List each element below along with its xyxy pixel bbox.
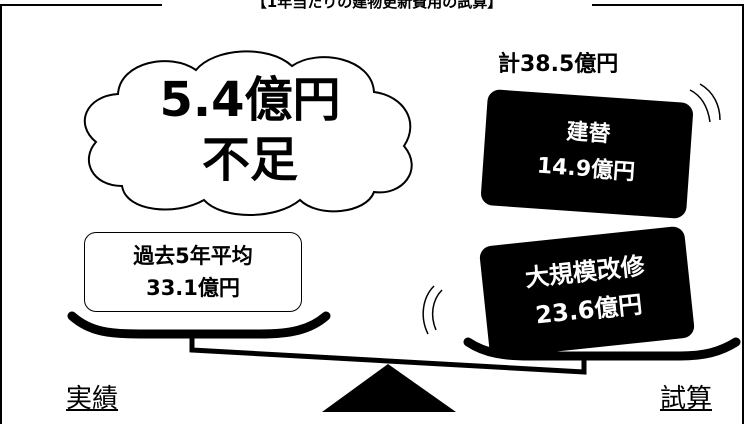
estimate-caption: 試算 <box>660 384 713 414</box>
wobble-mark-upper <box>689 89 711 123</box>
left-pan <box>67 311 331 339</box>
rebuild-cost-box: 建替 14.9億円 <box>480 88 694 220</box>
cloud-shape <box>84 50 413 216</box>
wobble-mark-upper-2 <box>699 83 721 121</box>
actual-value: 33.1億円 <box>146 276 240 300</box>
shortfall-amount: 5.4億円 <box>159 72 341 128</box>
right-pan <box>463 337 741 361</box>
wobble-mark-lower-2 <box>422 285 435 335</box>
diagram-title: 【1年当たりの建物更新費用の試算】 <box>162 0 592 10</box>
renovation-cost-box: 大規模改修 23.6億円 <box>478 225 696 359</box>
shortfall-label: 不足 <box>201 132 298 188</box>
wobble-mark-lower <box>431 289 443 331</box>
actual-caption: 実績 <box>66 384 119 414</box>
balance-beam <box>189 334 587 375</box>
shortfall-callout: 5.4億円 不足 <box>145 70 355 190</box>
actual-title: 過去5年平均 <box>133 244 253 268</box>
actual-average-box: 過去5年平均 33.1億円 <box>84 232 302 312</box>
estimate-total: 計38.5億円 <box>498 52 619 77</box>
fulcrum <box>322 364 456 412</box>
